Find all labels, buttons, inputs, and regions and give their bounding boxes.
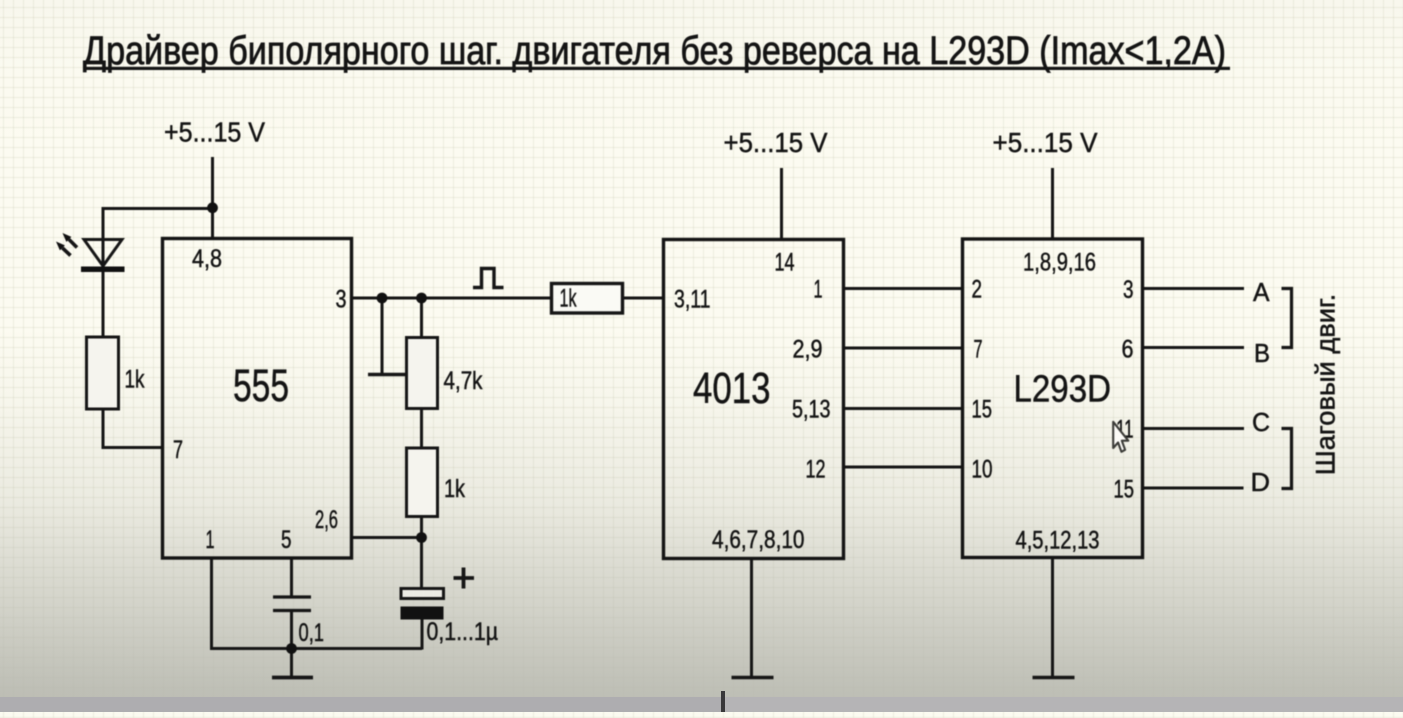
svg-text:1k: 1k <box>444 475 465 503</box>
svg-text:555: 555 <box>233 360 289 411</box>
svg-text:C: C <box>1252 407 1270 437</box>
svg-text:5,13: 5,13 <box>792 396 831 424</box>
svg-text:1: 1 <box>814 276 823 304</box>
svg-text:6: 6 <box>1122 336 1134 364</box>
svg-text:1,8,9,16: 1,8,9,16 <box>1023 249 1096 277</box>
svg-text:Шаговый двиг.: Шаговый двиг. <box>1311 294 1341 476</box>
svg-text:1k: 1k <box>560 285 577 313</box>
svg-text:0,1: 0,1 <box>299 619 325 647</box>
svg-text:10: 10 <box>972 456 993 484</box>
svg-text:7: 7 <box>173 436 183 464</box>
svg-text:A: A <box>1253 277 1270 307</box>
svg-text:15: 15 <box>972 396 993 424</box>
svg-text:7: 7 <box>974 336 983 364</box>
svg-text:4,5,12,13: 4,5,12,13 <box>1016 527 1100 555</box>
svg-text:5: 5 <box>281 526 292 554</box>
svg-text:2: 2 <box>972 276 983 304</box>
svg-text:1k: 1k <box>125 366 145 394</box>
svg-text:12: 12 <box>806 456 826 484</box>
svg-text:3: 3 <box>336 286 347 314</box>
svg-text:B: B <box>1254 338 1270 368</box>
svg-text:+5...15 V: +5...15 V <box>993 127 1098 158</box>
svg-text:4013: 4013 <box>693 364 771 413</box>
svg-text:3,11: 3,11 <box>674 286 711 314</box>
svg-text:1: 1 <box>206 526 215 554</box>
svg-text:+5...15 V: +5...15 V <box>164 117 265 148</box>
svg-text:Драйвер биполярного шаг. двига: Драйвер биполярного шаг. двигателя без р… <box>83 29 1226 73</box>
svg-text:15: 15 <box>1114 476 1135 504</box>
svg-text:4,8: 4,8 <box>192 245 222 273</box>
svg-text:2,6: 2,6 <box>315 506 338 534</box>
svg-text:+5...15 V: +5...15 V <box>724 127 828 158</box>
svg-text:3: 3 <box>1123 276 1134 304</box>
svg-text:4,7k: 4,7k <box>444 367 483 395</box>
svg-text:4,6,7,8,10: 4,6,7,8,10 <box>712 526 805 554</box>
svg-text:2,9: 2,9 <box>793 336 823 364</box>
svg-text:0,1...1µ: 0,1...1µ <box>427 618 499 646</box>
svg-text:L293D: L293D <box>1014 369 1112 411</box>
svg-text:D: D <box>1251 467 1271 497</box>
svg-text:14: 14 <box>775 249 795 277</box>
